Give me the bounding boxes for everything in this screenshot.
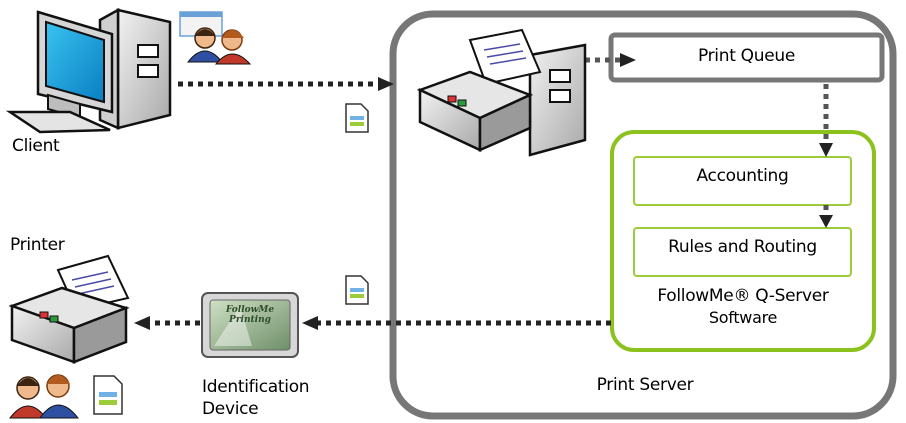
arrow-client-to-server [178, 77, 394, 91]
arrow-server-to-device [302, 316, 611, 330]
print-queue-label: Print Queue [697, 46, 796, 66]
document-icon [93, 375, 123, 415]
arrow-queue-to-accounting [819, 84, 833, 157]
rules-routing-label: Rules and Routing [668, 237, 817, 257]
software-label-line1: FollowMe® Q-Server [657, 286, 829, 306]
printer-icon [8, 254, 130, 364]
print-server-container [389, 10, 897, 420]
accounting-label: Accounting [696, 166, 789, 186]
document-icon [345, 275, 369, 305]
device-screen-line2: Printing [229, 315, 271, 325]
printer-label: Printer [10, 235, 65, 255]
print-queue-box [608, 32, 885, 83]
device-screen-line1: FollowMe [225, 305, 275, 315]
arrow-device-to-printer [134, 316, 200, 330]
client-computer-icon [5, 7, 172, 134]
arrow-accounting-to-rules [819, 205, 833, 228]
identification-device-label: Identification Device [202, 377, 310, 419]
software-container [610, 130, 876, 352]
device-screen-text: FollowMe Printing [212, 305, 288, 325]
accounting-box [633, 156, 852, 206]
document-icon [345, 103, 369, 133]
identification-device-icon [201, 292, 299, 358]
arrow-server-to-queue [585, 53, 636, 67]
client-label: Client [12, 136, 60, 156]
users-icon [179, 11, 252, 65]
users-icon [8, 374, 80, 419]
print-server-label: Print Server [596, 375, 694, 395]
rules-routing-box [633, 227, 852, 277]
software-label-line2: Software [708, 308, 778, 327]
server-printer-icon [416, 28, 587, 157]
